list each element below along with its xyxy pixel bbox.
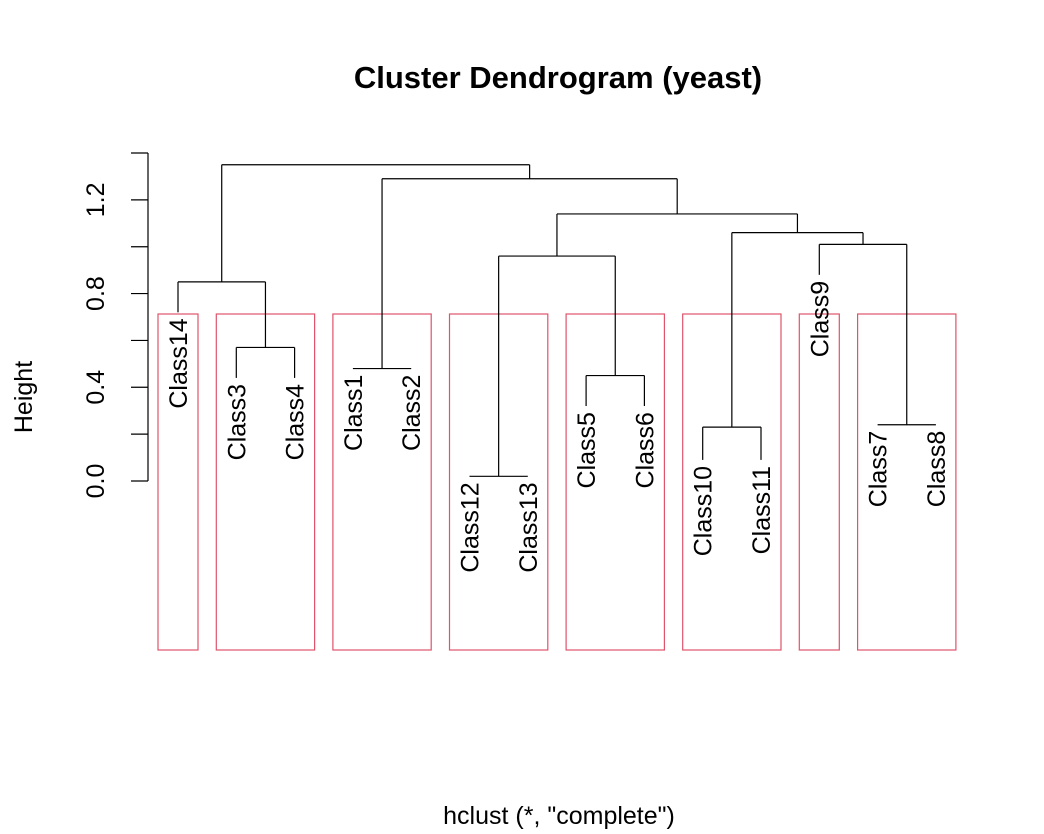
leaf-label-class14: Class14	[165, 318, 193, 408]
x-axis-label: hclust (*, "complete")	[443, 802, 675, 830]
dendrogram-branches	[177, 164, 936, 477]
y-axis: 0.0 0.4 0.8 1.2	[82, 152, 149, 499]
leaf-label-class12: Class12	[457, 482, 485, 572]
cluster-box-1	[157, 313, 199, 651]
leaf-label-class5: Class5	[573, 412, 601, 488]
leaf-label-class8: Class8	[923, 431, 951, 507]
leaf-label-class11: Class11	[748, 466, 776, 554]
chart-title: Cluster Dendrogram (yeast)	[354, 60, 762, 95]
y-tick-label: 1.2	[82, 182, 110, 217]
cluster-boxes	[157, 313, 957, 651]
leaf-label-class13: Class13	[515, 482, 543, 572]
leaf-label-class4: Class4	[282, 384, 310, 461]
cluster-box-7	[798, 313, 840, 651]
leaf-label-class10: Class10	[690, 466, 718, 556]
leaf-label-class7: Class7	[865, 431, 893, 507]
leaf-label-class9: Class9	[806, 281, 834, 357]
leaf-label-class6: Class6	[631, 412, 659, 488]
leaf-label-class1: Class1	[340, 375, 368, 451]
leaf-label-class3: Class3	[223, 384, 251, 460]
leaf-label-class2: Class2	[398, 375, 426, 451]
y-tick-label: 0.0	[82, 464, 110, 499]
y-tick-label: 0.4	[82, 370, 110, 405]
y-axis-label: Height	[10, 361, 38, 433]
y-tick-label: 0.8	[82, 276, 110, 311]
cluster-box-2	[215, 313, 316, 651]
